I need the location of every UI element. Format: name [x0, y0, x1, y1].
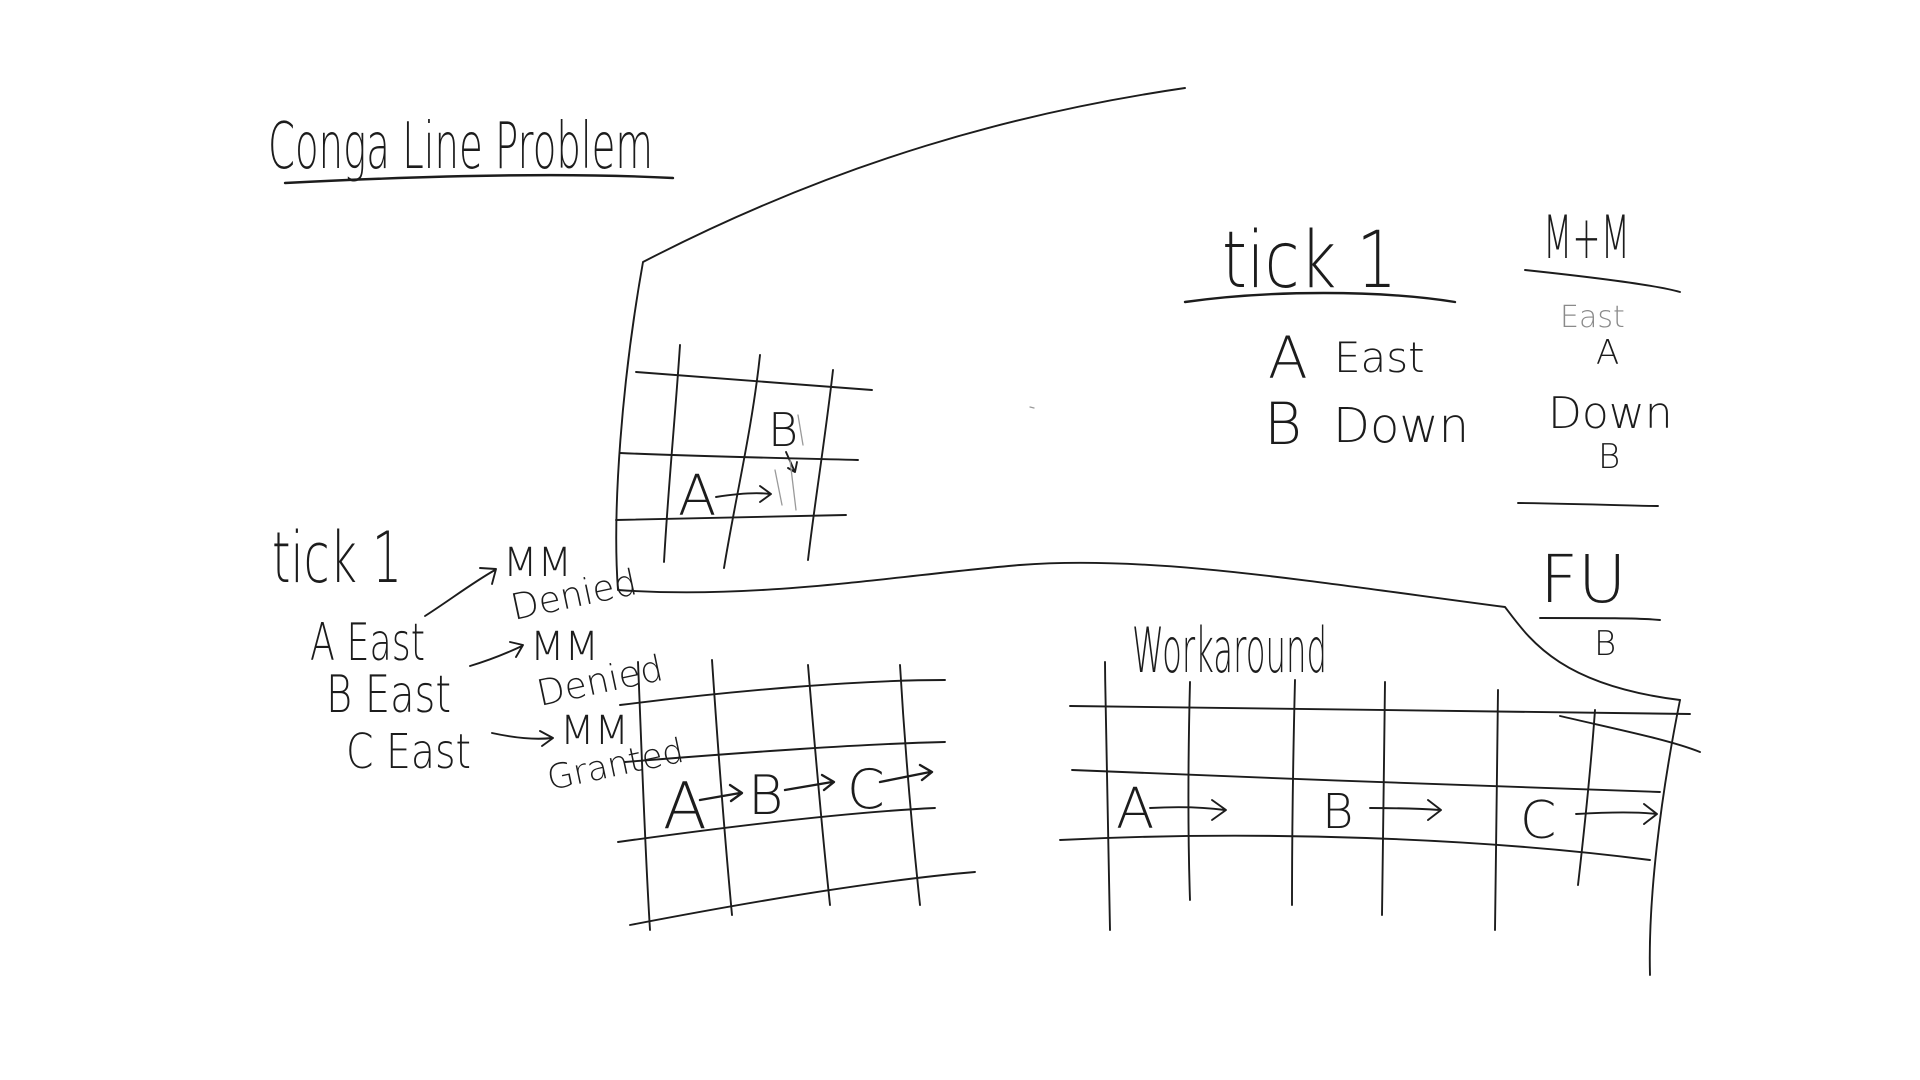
grid-line [723, 354, 761, 569]
tick-row-a-id: A [1268, 324, 1308, 392]
workaround-heading: Workaround [1132, 614, 1327, 687]
bottom-grid-arrow [878, 763, 934, 784]
grid-line [1559, 715, 1701, 753]
grid-line [1494, 689, 1499, 931]
mm-fu-underline [1539, 617, 1661, 621]
grid-line [711, 659, 733, 916]
grid-line [1381, 681, 1386, 916]
left-row-b-text: B East [326, 665, 451, 725]
top-grid-arrow [715, 485, 772, 503]
top-grid-label-a: A [678, 464, 716, 529]
left-tick-heading: tick 1 [272, 517, 402, 599]
mm-down-piece: B [1598, 437, 1620, 477]
left-row-a-arrow [424, 567, 497, 617]
grid-line [1071, 769, 1661, 793]
bottom-grid-arrow [698, 783, 744, 803]
workaround: Workaround A B C [1059, 614, 1701, 976]
top-grid-label-b: B [768, 403, 798, 457]
left-row-c-mm: MM [560, 708, 629, 754]
grid-line [615, 514, 847, 521]
mm-east-piece: A [1596, 333, 1619, 373]
page-title: Conga Line Problem [268, 110, 653, 184]
mm-fu-label: FU [1540, 541, 1626, 618]
tick-row-b-dir: Down [1333, 398, 1469, 454]
mm-panel-underline [1524, 269, 1681, 293]
grid-line [663, 344, 681, 563]
bottom-grid-arrow [783, 773, 836, 792]
left-row-b-mm: MM [530, 624, 599, 670]
grid-line [619, 679, 946, 706]
top-grid: A B [615, 344, 873, 569]
title-group: Conga Line Problem [268, 110, 675, 185]
bottom-grid-label-a: A [663, 770, 707, 844]
left-row-a-mm: MM [503, 540, 572, 586]
grid-line [635, 371, 873, 391]
bottom-grid-label-c: C [847, 758, 885, 821]
stray-mark [1029, 406, 1035, 409]
mm-fu-piece: B [1594, 624, 1616, 664]
region-boundary-curve [615, 87, 1681, 701]
tick-row-b-id: B [1264, 390, 1302, 458]
grid-line [617, 807, 936, 843]
grid-line [1648, 699, 1681, 976]
bottom-grid-label-b: B [748, 764, 783, 827]
workaround-arrow [1149, 799, 1227, 821]
grid-line [1069, 705, 1691, 715]
tick-panel-heading: tick 1 [1222, 216, 1397, 306]
workaround-arrow [1575, 803, 1658, 825]
grid-line [1059, 834, 1651, 861]
grid-line [899, 664, 921, 906]
left-row-c-arrow [491, 730, 554, 747]
mm-divider [1517, 502, 1659, 507]
tick-panel-underline [1183, 291, 1457, 304]
mm-panel-heading: M+M [1543, 203, 1630, 273]
workaround-label-b: B [1322, 784, 1353, 840]
grid-line [629, 871, 976, 926]
grid-line [1291, 679, 1296, 906]
grid-line [619, 452, 859, 461]
left-row-b-arrow [469, 641, 524, 667]
grid-line [807, 664, 831, 906]
grid-line [1577, 709, 1596, 886]
mm-east-label: East [1560, 300, 1625, 335]
bottom-grid: A B C [617, 659, 976, 931]
grid-line [1187, 681, 1191, 901]
workaround-label-a: A [1116, 777, 1154, 842]
tick-panel: tick 1 A East B Down [1183, 216, 1469, 458]
grid-line [637, 661, 651, 931]
left-row-c-text: C East [346, 724, 471, 780]
grid-line [807, 369, 834, 561]
left-tick-list: tick 1 A East MM Denied B East MM Denied… [272, 517, 687, 799]
workaround-label-c: C [1520, 791, 1556, 851]
faint-scribble [774, 414, 804, 511]
grid-line [1104, 661, 1111, 931]
title-underline [283, 173, 675, 185]
tick-row-a-dir: East [1334, 333, 1425, 382]
grid-line [624, 741, 946, 763]
mm-panel: M+M East A Down B FU B [1517, 203, 1681, 664]
left-row-a-text: A East [310, 613, 425, 673]
mm-down-label: Down [1548, 388, 1673, 439]
workaround-arrow [1369, 799, 1442, 821]
